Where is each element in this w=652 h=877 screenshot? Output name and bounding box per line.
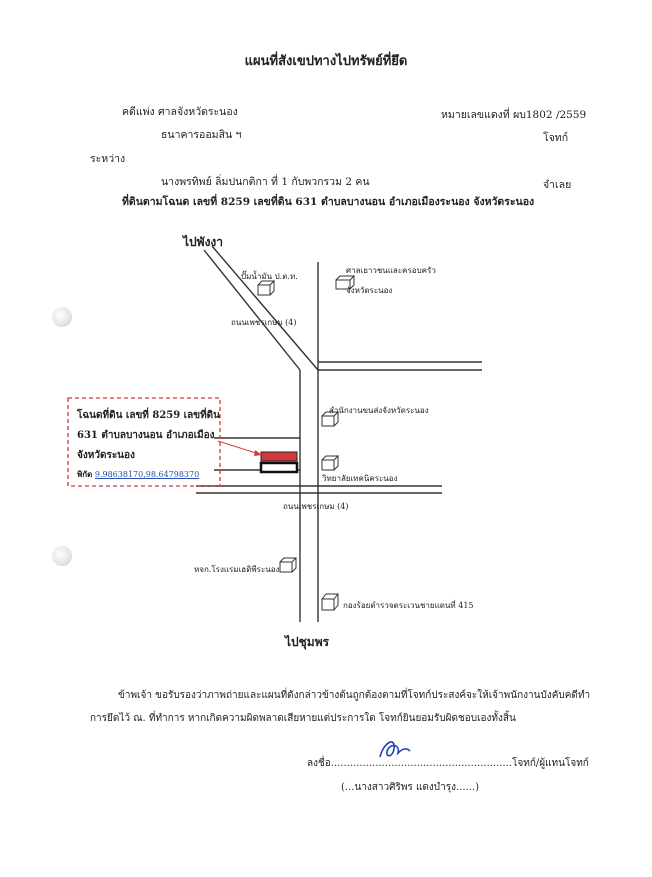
property-marker — [259, 451, 299, 474]
highway-office-icon — [321, 411, 340, 427]
juvenile-court-icon — [335, 275, 356, 290]
document-title: แผนที่สังเขปทางไปทรัพย์ที่ยึด — [244, 54, 408, 69]
juvenile-court-label-1: ศาลเยาวชนและครอบครัว — [346, 266, 436, 275]
signatory-name: (...นางสาวศิริพร แดงบำรุง......) — [341, 782, 479, 793]
sign-label: ลงชื่อ — [307, 758, 331, 769]
college-icon — [321, 455, 340, 471]
case-court: คดีแพ่ง ศาลจังหวัดระนอง — [122, 106, 238, 118]
signature-mark — [379, 741, 411, 758]
land-info: ที่ดินตามโฉนด เลขที่ 8259 เลขที่ดิน 631 … — [122, 196, 535, 208]
plaintiff-role: โจทก์ — [543, 132, 569, 144]
juvenile-court-label-2: จังหวัดระนอง — [346, 286, 393, 295]
property-box-line3: จังหวัดระนอง — [77, 450, 135, 461]
coord-label: พิกัด — [77, 469, 93, 479]
college-label: วิทยาลัยเทคนิคระนอง — [322, 474, 398, 483]
plaintiff-name: ธนาคารออมสิน ฯ — [161, 129, 242, 141]
road-label-lower: ถนนเพชรเกษม (4) — [283, 502, 349, 511]
south-direction-label: ไปชุมพร — [285, 635, 330, 649]
property-callout-box — [67, 397, 221, 487]
gas-station-label: ปั๊มน้ำมัน ป.ต.ท. — [241, 272, 298, 281]
signature-line: ลงชื่อ..................................… — [307, 756, 589, 771]
highway-office-label: สำนักงานขนส่งจังหวัดระนอง — [329, 406, 429, 415]
gas-station-icon — [257, 280, 276, 296]
property-coordinates: พิกัด 9.98638170,98.64798370 — [77, 468, 199, 481]
pointer-arrow — [217, 440, 263, 456]
defendant-role: จำเลย — [543, 179, 572, 191]
north-direction-label: ไปพังงา — [183, 235, 224, 249]
binder-hole-top — [52, 307, 72, 327]
north-road-left — [203, 249, 301, 371]
police-label: กองร้อยตำรวจตระเวนชายแดนที่ 415 — [343, 601, 474, 610]
coord-link[interactable]: 9.98638170,98.64798370 — [94, 470, 200, 479]
hotel-icon — [279, 557, 298, 573]
between-label: ระหว่าง — [90, 153, 126, 165]
certification-line1: ข้าพเจ้า ขอรับรองว่าภาพถ่ายและแผนที่ดังก… — [118, 690, 591, 701]
certification-line2: การยึดไว้ ณ. ที่ทำการ หากเกิดความผิดพลาด… — [90, 713, 516, 724]
sign-dots: ........................................… — [330, 758, 512, 769]
case-number: หมายเลขแดงที่ ผบ1802 /2559 — [441, 109, 587, 121]
north-road-right — [211, 245, 319, 371]
property-marker-outline — [259, 461, 299, 474]
hotel-label: หจก.โรงแรมเฮดิพีระนอง — [194, 565, 280, 574]
binder-hole-bottom — [52, 546, 72, 566]
property-box-line1: โฉนดที่ดิน เลขที่ 8259 เลขที่ดิน — [77, 410, 220, 421]
property-box-line2: 631 ตำบลบางนอน อำเภอเมือง — [77, 430, 215, 441]
road-label-upper: ถนนเพชรเกษม (4) — [231, 318, 297, 327]
defendant-name: นางพรทิพย์ ลิ่มปนกติกา ที่ 1 กับพวกรวม 2… — [161, 176, 370, 188]
sign-role: โจทก์/ผู้แทนโจทก์ — [512, 758, 589, 769]
property-marker-red — [260, 451, 298, 462]
police-icon — [321, 593, 340, 611]
